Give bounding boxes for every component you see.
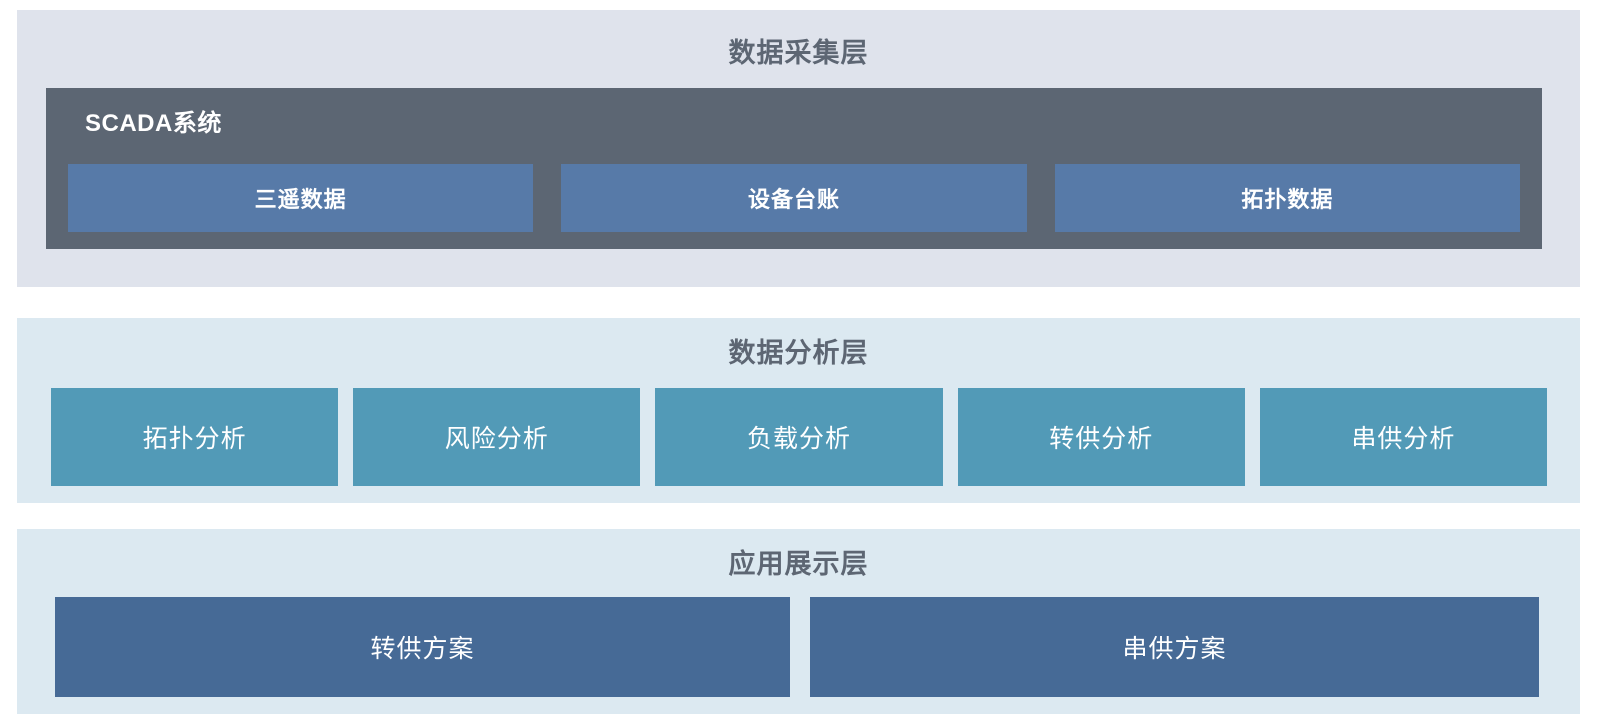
application-item-list: 转供方案 串供方案	[55, 597, 1539, 697]
scada-item-equipment-ledger[interactable]: 设备台账	[561, 164, 1027, 232]
scada-system-group: SCADA系统 三遥数据 设备台账 拓扑数据	[46, 88, 1542, 249]
application-item-transfer-supply-plan[interactable]: 转供方案	[55, 597, 790, 697]
scada-item-list: 三遥数据 设备台账 拓扑数据	[68, 164, 1520, 232]
layer-title-data-analysis: 数据分析层	[728, 338, 869, 368]
layer-title-data-collection: 数据采集层	[728, 38, 869, 68]
scada-system-label: SCADA系统	[85, 110, 222, 137]
layer-data-collection: 数据采集层 SCADA系统 三遥数据 设备台账 拓扑数据	[17, 10, 1580, 287]
scada-item-topology-data[interactable]: 拓扑数据	[1054, 164, 1520, 232]
analysis-item-transfer-supply[interactable]: 转供分析	[957, 388, 1245, 486]
analysis-item-risk[interactable]: 风险分析	[353, 388, 641, 486]
layer-title-application-display: 应用展示层	[728, 549, 869, 579]
analysis-item-load[interactable]: 负载分析	[655, 388, 943, 486]
application-item-series-supply-plan[interactable]: 串供方案	[810, 597, 1539, 697]
layer-application-display: 应用展示层 转供方案 串供方案	[17, 529, 1580, 714]
scada-item-sanyao-data[interactable]: 三遥数据	[68, 164, 534, 232]
layer-data-analysis: 数据分析层 拓扑分析 风险分析 负载分析 转供分析 串供分析	[17, 318, 1580, 503]
analysis-item-list: 拓扑分析 风险分析 负载分析 转供分析 串供分析	[51, 388, 1548, 486]
analysis-item-series-supply[interactable]: 串供分析	[1259, 388, 1548, 486]
analysis-item-topology[interactable]: 拓扑分析	[51, 388, 339, 486]
